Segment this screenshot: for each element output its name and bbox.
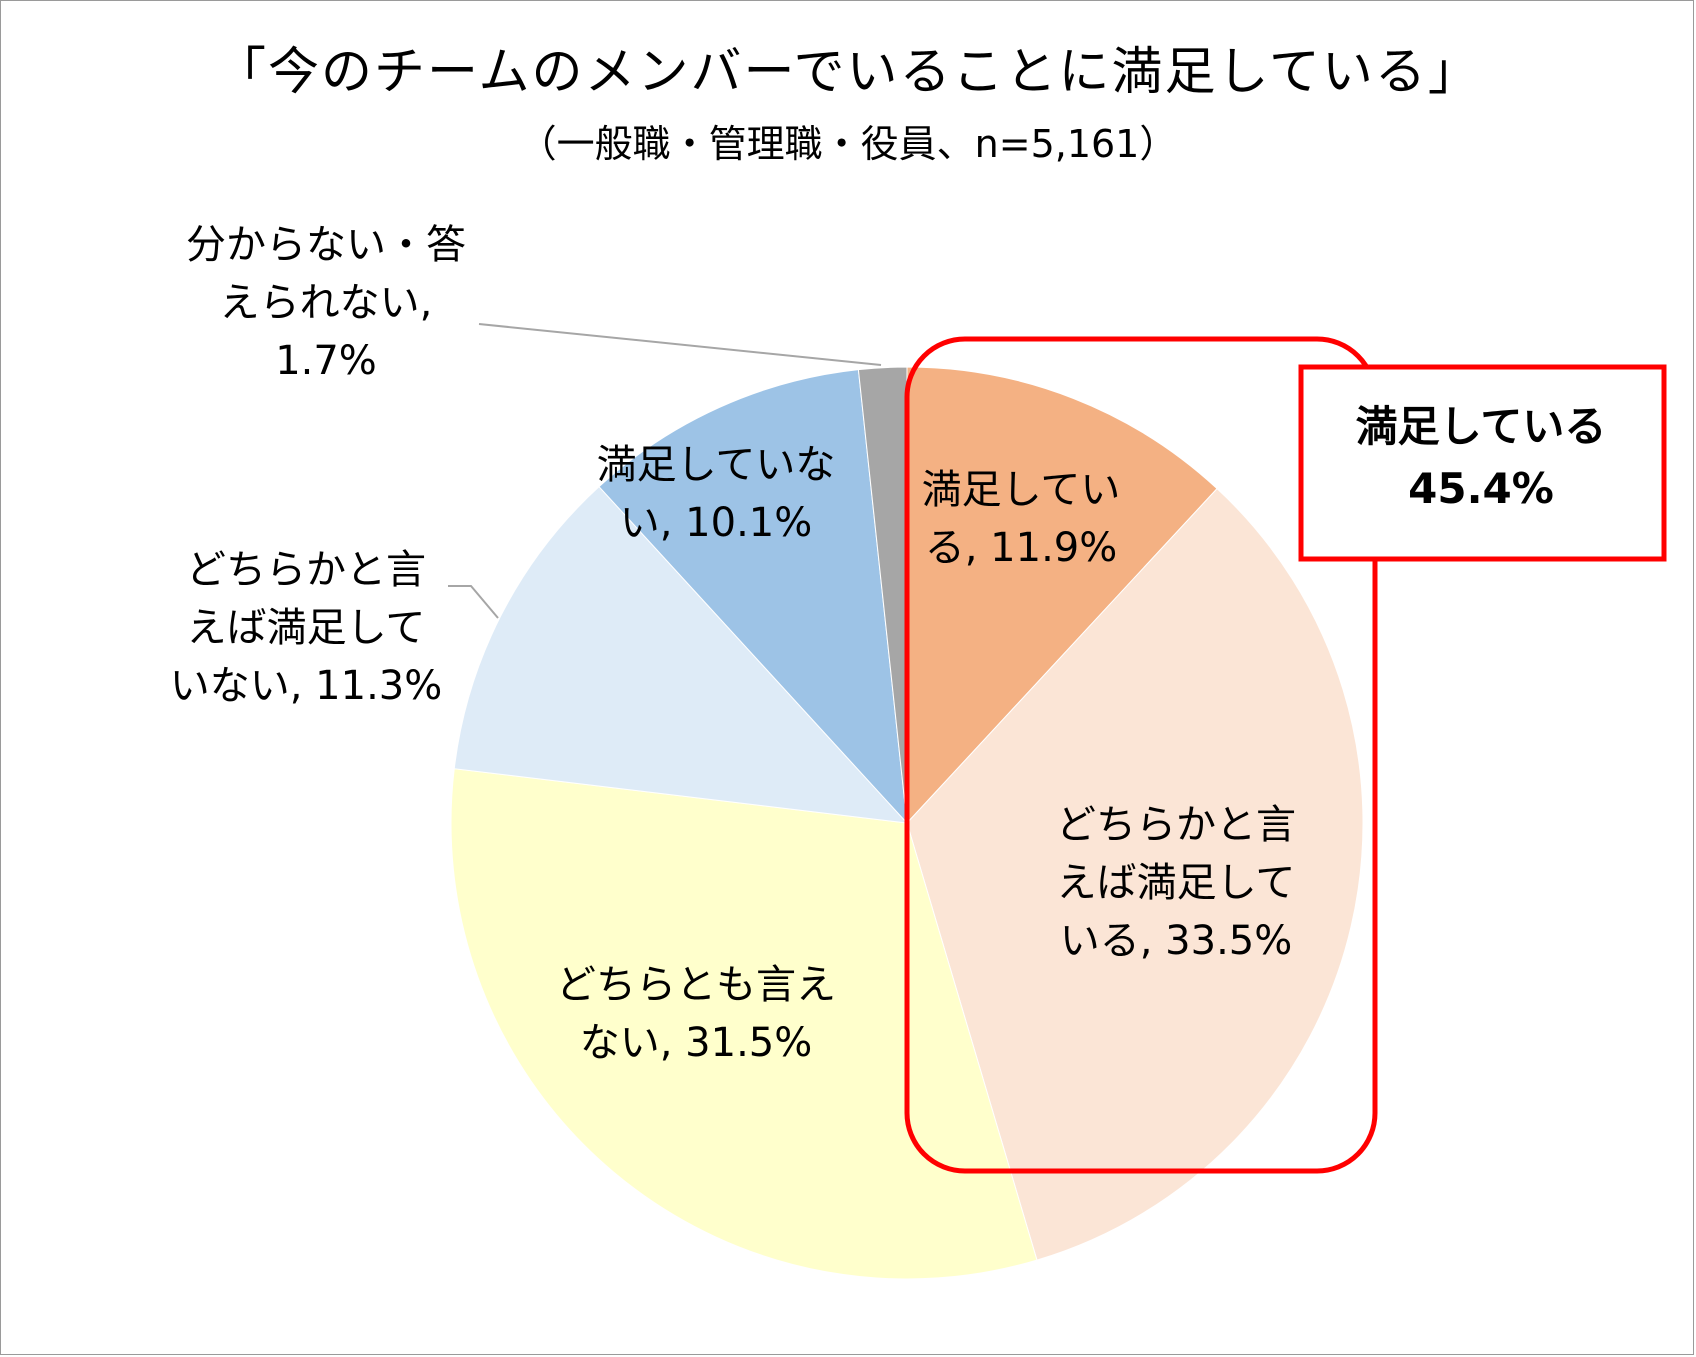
slice-label-somewhat-satisfied: どちらかと言 えば満足して いる, 33.5%: [1056, 802, 1296, 964]
slice-label-neither: どちらとも言え ない, 31.5%: [556, 962, 836, 1066]
slice-unknown: [857, 366, 908, 824]
callout-box: [1298, 364, 1667, 562]
leader-line-somewhat-dissatisfied: [448, 585, 499, 619]
chart-subtitle: （一般職・管理職・役員、n=5,161）: [518, 122, 1178, 166]
slice-dissatisfied: [598, 369, 908, 825]
slice-label-somewhat-dissatisfied: どちらかと言 えば満足して いない, 11.3%: [169, 547, 443, 709]
chart-title: 「今のチームのメンバーでいることに満足している」: [215, 43, 1481, 102]
slice-label-unknown: 分からない・答 えられない, 1.7%: [186, 222, 466, 384]
highlight-rounded-frame: [904, 336, 1378, 1174]
slice-satisfied: [906, 366, 1218, 825]
slice-neither: [450, 768, 1038, 1280]
leader-line-unknown: [478, 323, 882, 366]
slice-label-dissatisfied: 満足していな い, 10.1%: [596, 442, 836, 546]
slice-somewhat-dissatisfied: [453, 485, 909, 824]
slice-somewhat-satisfied: [906, 487, 1364, 1261]
slice-label-satisfied: 満足してい る, 11.9%: [921, 467, 1121, 571]
callout-summary: 満足している 45.4%: [1355, 402, 1607, 513]
